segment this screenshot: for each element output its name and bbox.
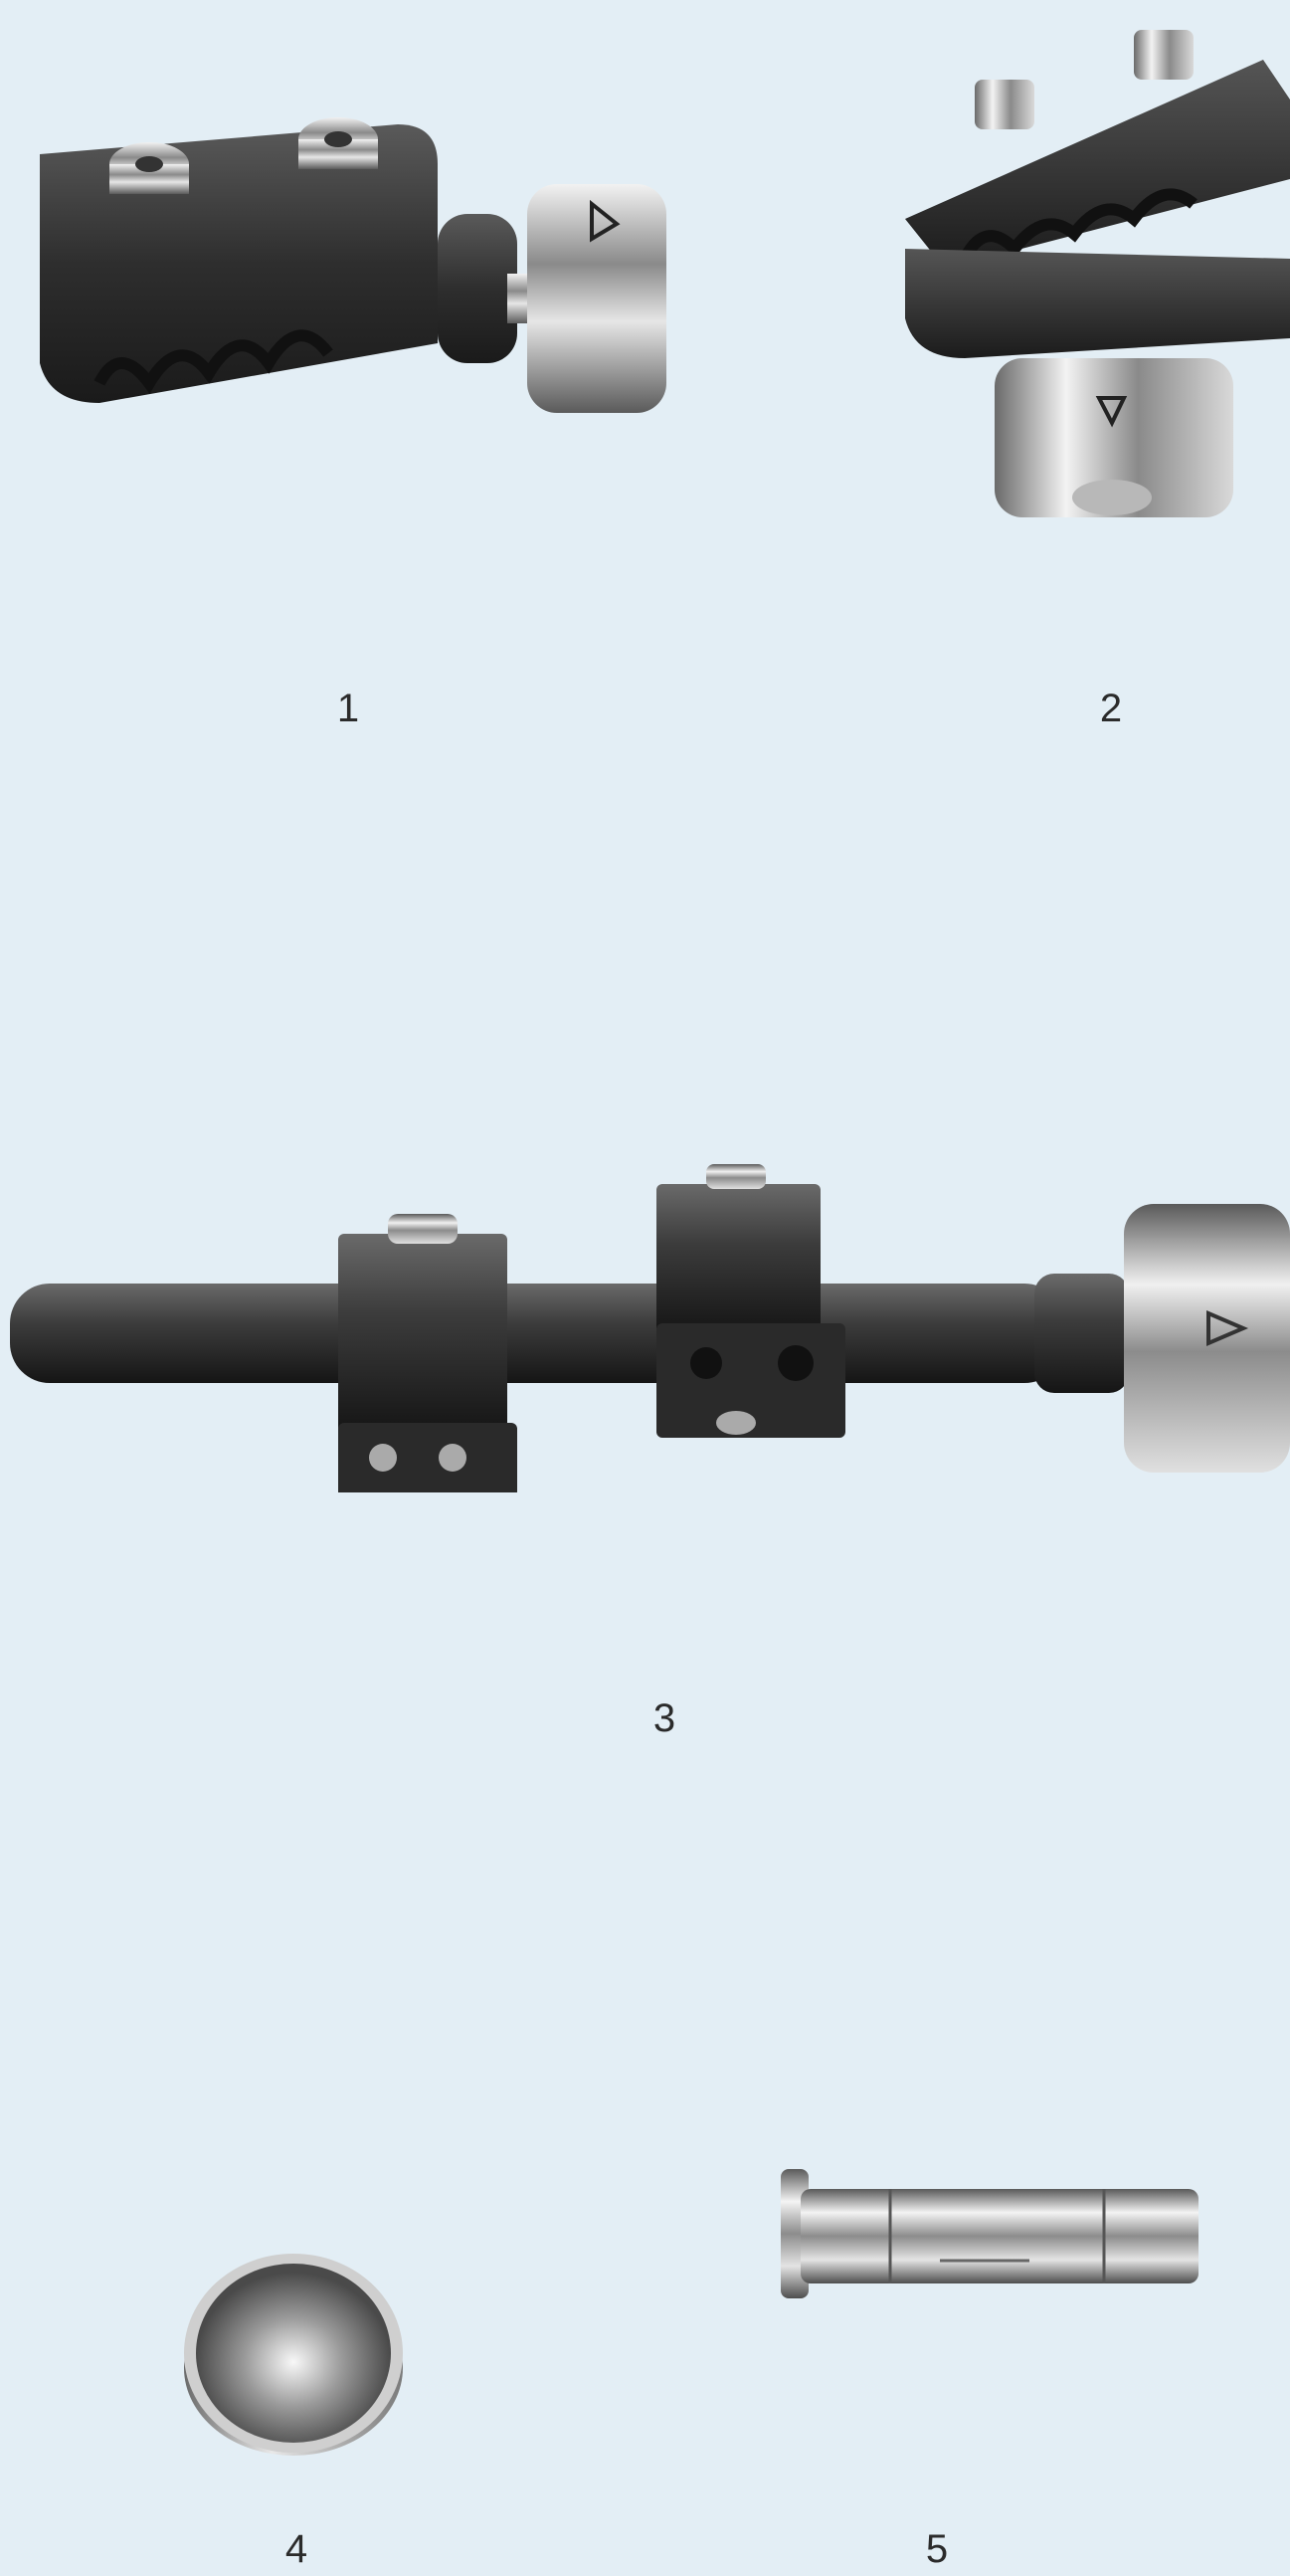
- figure-label: 2: [1099, 687, 1123, 730]
- figure-label: 4: [284, 2527, 308, 2571]
- figure-5-sleeve: [781, 2169, 1218, 2298]
- figure-label: 3: [652, 1696, 676, 1740]
- figure-1-clamp: [20, 85, 676, 443]
- figure-label: 1: [336, 687, 360, 730]
- figure-label: 5: [925, 2527, 949, 2571]
- figure-3-rod-assembly: [10, 1164, 1290, 1492]
- open-clamp-illustration: [905, 30, 1290, 517]
- clamp-swivel-illustration: [40, 117, 666, 413]
- rod-assembly-illustration: [10, 1164, 1290, 1492]
- figure-4-socket-cup: [179, 2239, 408, 2458]
- figure-2-open-clamp: [885, 20, 1290, 537]
- socket-cup-illustration: [184, 2254, 403, 2456]
- sleeve-illustration: [781, 2169, 1198, 2298]
